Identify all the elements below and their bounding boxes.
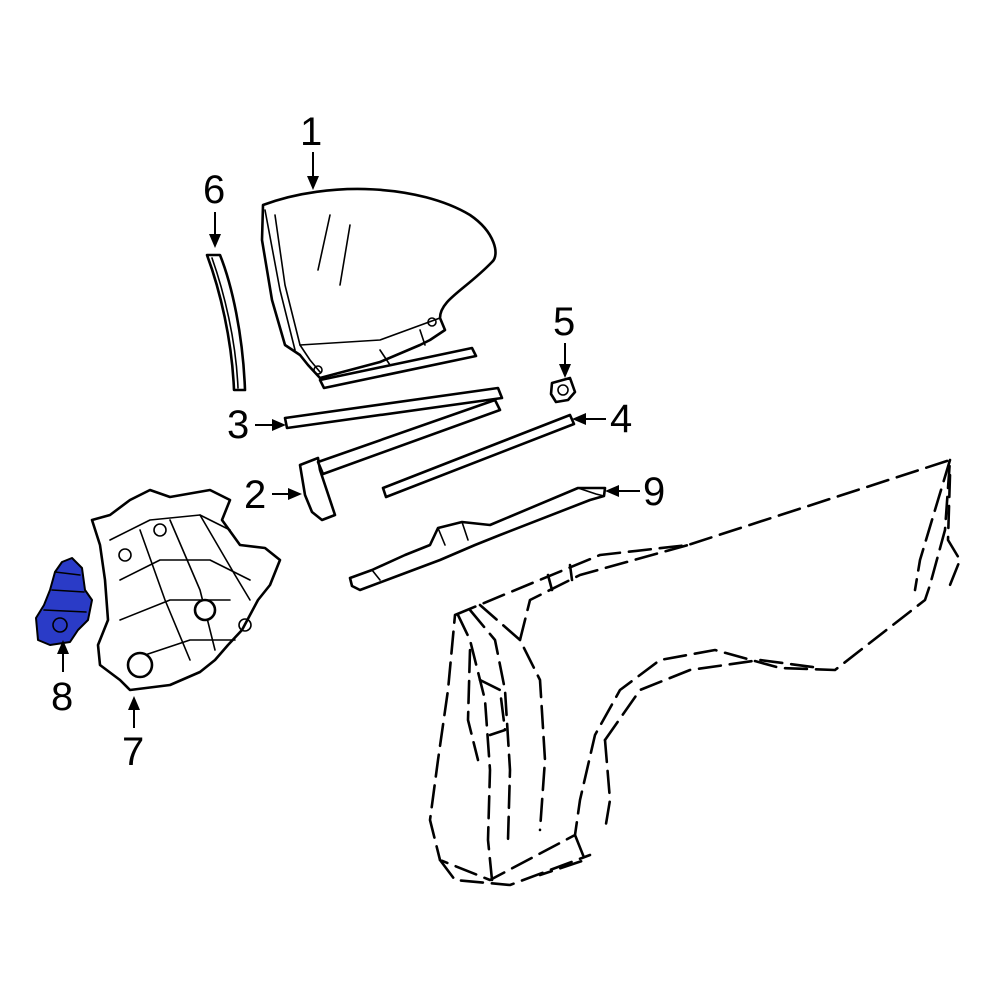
arrow-1-head bbox=[307, 176, 319, 190]
callout-4: 4 bbox=[610, 397, 632, 441]
arrow-6-head bbox=[209, 234, 221, 248]
leader-arrows bbox=[57, 152, 640, 728]
arrow-9-head bbox=[605, 485, 619, 497]
quarter-panel-outline bbox=[428, 458, 962, 887]
callout-6: 6 bbox=[203, 168, 225, 212]
callout-9: 9 bbox=[643, 470, 665, 514]
part-2-bracket bbox=[298, 398, 502, 522]
arrow-4-head bbox=[572, 413, 586, 425]
part-3-weatherstrip bbox=[283, 346, 504, 430]
callout-3: 3 bbox=[227, 403, 249, 447]
part-1-quarter-glass bbox=[260, 187, 497, 380]
part-4-belt-molding bbox=[381, 413, 576, 499]
callout-5: 5 bbox=[553, 300, 575, 344]
part-5-clip bbox=[549, 376, 577, 404]
part-8-motor bbox=[35, 557, 93, 646]
arrow-3-head bbox=[272, 419, 286, 431]
callout-8: 8 bbox=[51, 675, 73, 719]
callout-1: 1 bbox=[300, 110, 322, 154]
arrow-5-head bbox=[559, 364, 571, 378]
arrow-2-head bbox=[288, 488, 302, 500]
part-6-seal bbox=[205, 253, 247, 392]
part-7-regulator bbox=[90, 488, 282, 692]
arrow-7-head bbox=[128, 696, 140, 710]
callouts: 1 2 3 4 5 6 7 8 9 bbox=[51, 110, 665, 774]
part-9-lower-channel bbox=[348, 486, 607, 592]
callout-2: 2 bbox=[244, 473, 266, 517]
arrow-8-head bbox=[57, 640, 69, 654]
callout-7: 7 bbox=[122, 730, 144, 774]
